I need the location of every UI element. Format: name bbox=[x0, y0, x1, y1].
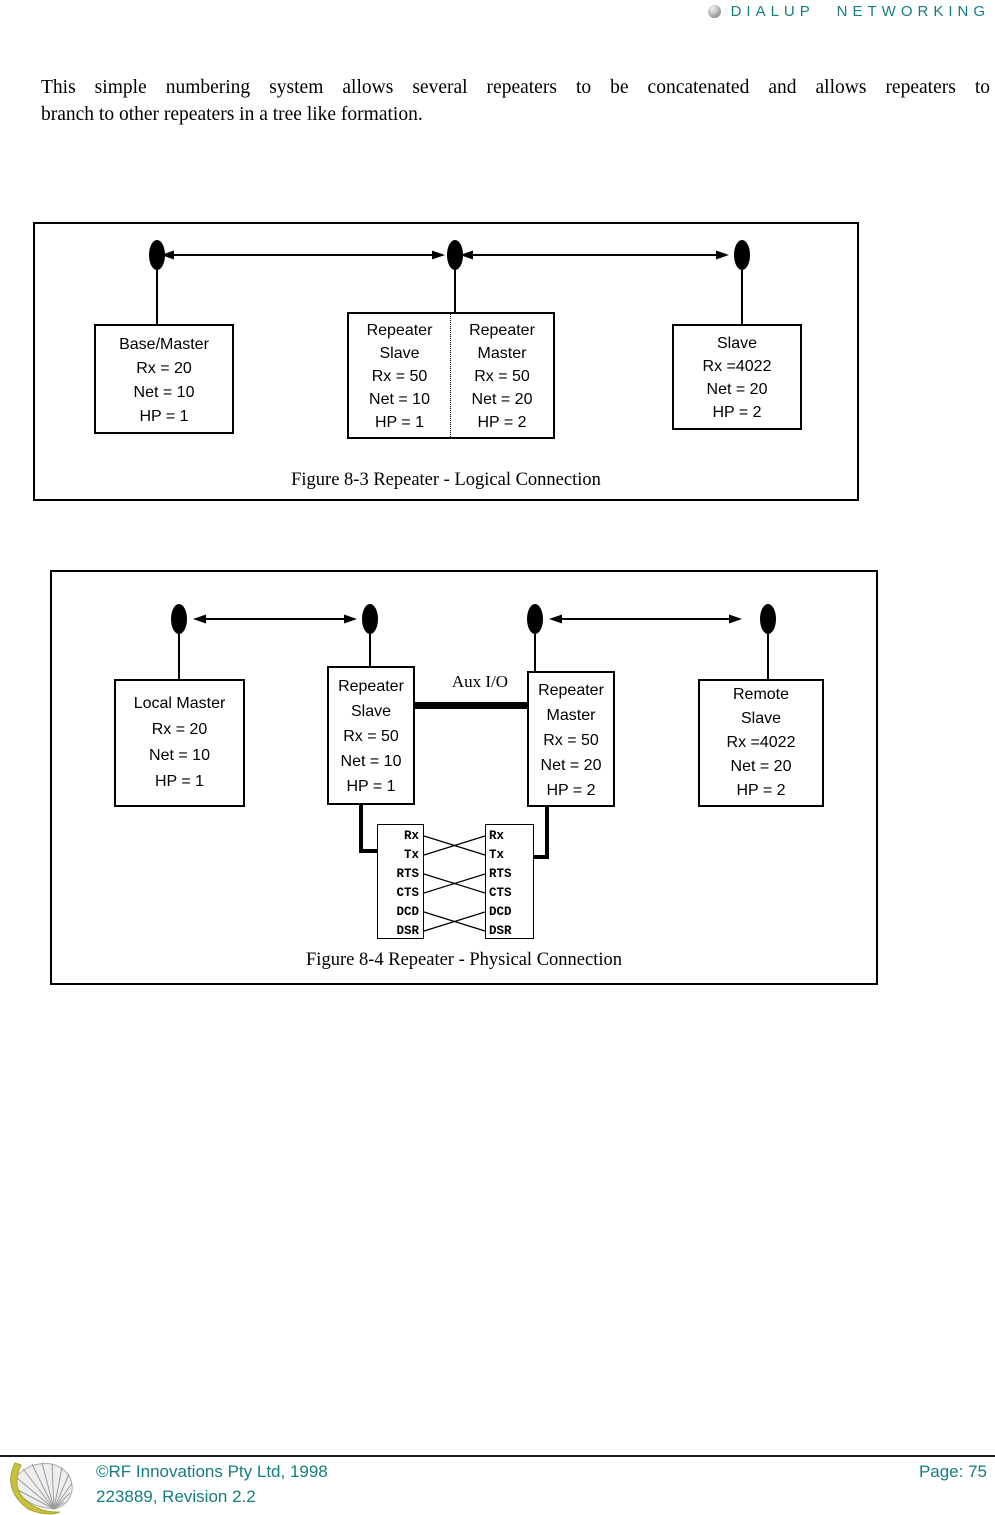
pin-label: DCD bbox=[489, 905, 512, 919]
paragraph-line: branch to other repeaters in a tree like… bbox=[41, 104, 423, 125]
footer-revision: 223889, Revision 2.2 bbox=[96, 1487, 256, 1506]
sphere-bullet-icon bbox=[707, 5, 721, 18]
pin-label: Rx bbox=[403, 829, 419, 843]
device-line: HP = 2 bbox=[546, 782, 596, 799]
device-line: Local Master bbox=[133, 695, 226, 712]
antenna-icon bbox=[149, 240, 165, 270]
device-line: Rx = 50 bbox=[543, 732, 599, 749]
pin-label: RTS bbox=[489, 867, 512, 881]
aux-io-cable bbox=[413, 702, 527, 709]
paragraph-line: This simple numbering system allows seve… bbox=[41, 77, 990, 98]
device-line: Net = 10 bbox=[133, 384, 195, 401]
local-master-box: Local Master Rx = 20 Net = 10 HP = 1 bbox=[114, 679, 245, 807]
device-line: Slave bbox=[740, 710, 782, 727]
device-line: Rx = 50 bbox=[343, 728, 399, 745]
device-line: HP = 2 bbox=[477, 414, 527, 431]
device-line: Repeater bbox=[538, 682, 604, 699]
rf-innovations-shell-logo-icon bbox=[10, 1462, 73, 1515]
device-line: Slave bbox=[716, 335, 758, 352]
device-line: HP = 2 bbox=[712, 404, 762, 421]
pin-label: DSR bbox=[489, 924, 512, 938]
device-line: Repeater bbox=[366, 322, 433, 339]
device-line: Rx =4022 bbox=[726, 734, 796, 751]
pin-label: Tx bbox=[403, 848, 419, 862]
slave-box: Slave Rx =4022 Net = 20 HP = 2 bbox=[672, 324, 802, 430]
antenna-icon bbox=[362, 604, 378, 634]
device-line: Repeater bbox=[338, 678, 404, 695]
pin-label: DCD bbox=[396, 905, 419, 919]
device-line: Slave bbox=[379, 345, 420, 362]
pin-label: RTS bbox=[396, 867, 419, 881]
device-line: HP = 2 bbox=[736, 782, 786, 799]
antenna-icon bbox=[447, 240, 463, 270]
page-header: DIALUP NETWORKING bbox=[707, 3, 990, 20]
device-line: Net = 20 bbox=[706, 381, 768, 398]
figure-8-4: Local Master Rx = 20 Net = 10 HP = 1 Rep… bbox=[50, 570, 878, 985]
pin-label: Tx bbox=[489, 848, 505, 862]
footer-page-number: Page: 75 bbox=[918, 1462, 987, 1481]
device-line: Rx =4022 bbox=[702, 358, 772, 375]
antenna-icon bbox=[760, 604, 776, 634]
device-line: HP = 1 bbox=[139, 408, 189, 425]
antenna-icon bbox=[527, 604, 543, 634]
device-line: Master bbox=[477, 345, 527, 362]
serial-cable-left bbox=[359, 805, 377, 853]
device-line: Base/Master bbox=[119, 336, 209, 353]
device-line: HP = 1 bbox=[346, 778, 396, 795]
pinout-box-left: Rx Tx RTS CTS DCD DSR bbox=[377, 824, 424, 939]
pin-label: DSR bbox=[396, 924, 419, 938]
figure-caption: Figure 8-3 Repeater - Logical Connection bbox=[291, 470, 601, 490]
repeater-master-box: Repeater Master Rx = 50 Net = 20 HP = 2 bbox=[527, 671, 615, 807]
pinout-box-right: Rx Tx RTS CTS DCD DSR bbox=[485, 824, 534, 939]
device-line: Remote bbox=[732, 686, 790, 703]
device-line: Rx = 50 bbox=[474, 368, 530, 385]
repeater-slave-box: Repeater Slave Rx = 50 Net = 10 HP = 1 bbox=[327, 666, 415, 805]
pin-label: CTS bbox=[396, 886, 419, 900]
device-line: Rx = 20 bbox=[136, 360, 192, 377]
radio-link-arrow bbox=[161, 250, 445, 260]
figure-caption: Figure 8-4 Repeater - Physical Connectio… bbox=[306, 950, 622, 970]
repeater-master-half: Repeater Master Rx = 50 Net = 20 HP = 2 bbox=[451, 314, 553, 437]
pin-label: Rx bbox=[489, 829, 505, 843]
device-line: Net = 10 bbox=[340, 753, 402, 770]
device-line: Slave bbox=[350, 703, 392, 720]
remote-slave-box: Remote Slave Rx =4022 Net = 20 HP = 2 bbox=[698, 679, 824, 807]
crossover-wires bbox=[423, 835, 486, 932]
aux-io-label: Aux I/O bbox=[451, 672, 509, 691]
device-line: Net = 10 bbox=[369, 391, 430, 408]
device-line: Net = 20 bbox=[730, 758, 792, 775]
radio-link-arrow bbox=[460, 250, 729, 260]
device-line: Rx = 50 bbox=[371, 368, 428, 385]
antenna-icon bbox=[171, 604, 187, 634]
footer-rule bbox=[0, 1455, 995, 1457]
device-line: HP = 1 bbox=[374, 414, 425, 431]
header-brand-text: DIALUP NETWORKING bbox=[730, 3, 990, 20]
serial-cable-right bbox=[534, 807, 549, 859]
base-master-box: Base/Master Rx = 20 Net = 10 HP = 1 bbox=[94, 324, 234, 434]
device-line: Net = 20 bbox=[471, 391, 533, 408]
radio-link-arrow bbox=[549, 614, 742, 624]
repeater-slave-half: Repeater Slave Rx = 50 Net = 10 HP = 1 bbox=[349, 314, 451, 437]
device-line: HP = 1 bbox=[154, 773, 205, 790]
radio-link-arrow bbox=[193, 614, 357, 624]
body-paragraph: This simple numbering system allows seve… bbox=[41, 74, 990, 128]
device-line: Net = 10 bbox=[149, 747, 210, 764]
footer-copyright: ©RF Innovations Pty Ltd, 1998 bbox=[96, 1462, 328, 1481]
antenna-icon bbox=[734, 240, 750, 270]
pin-label: CTS bbox=[489, 886, 512, 900]
device-line: Net = 20 bbox=[540, 757, 602, 774]
device-line: Repeater bbox=[469, 322, 535, 339]
figure-8-3: Base/Master Rx = 20 Net = 10 HP = 1 Repe… bbox=[33, 222, 859, 501]
device-line: Master bbox=[546, 707, 596, 724]
device-line: Rx = 20 bbox=[151, 721, 208, 738]
repeater-combined-box: Repeater Slave Rx = 50 Net = 10 HP = 1 R… bbox=[347, 312, 555, 439]
